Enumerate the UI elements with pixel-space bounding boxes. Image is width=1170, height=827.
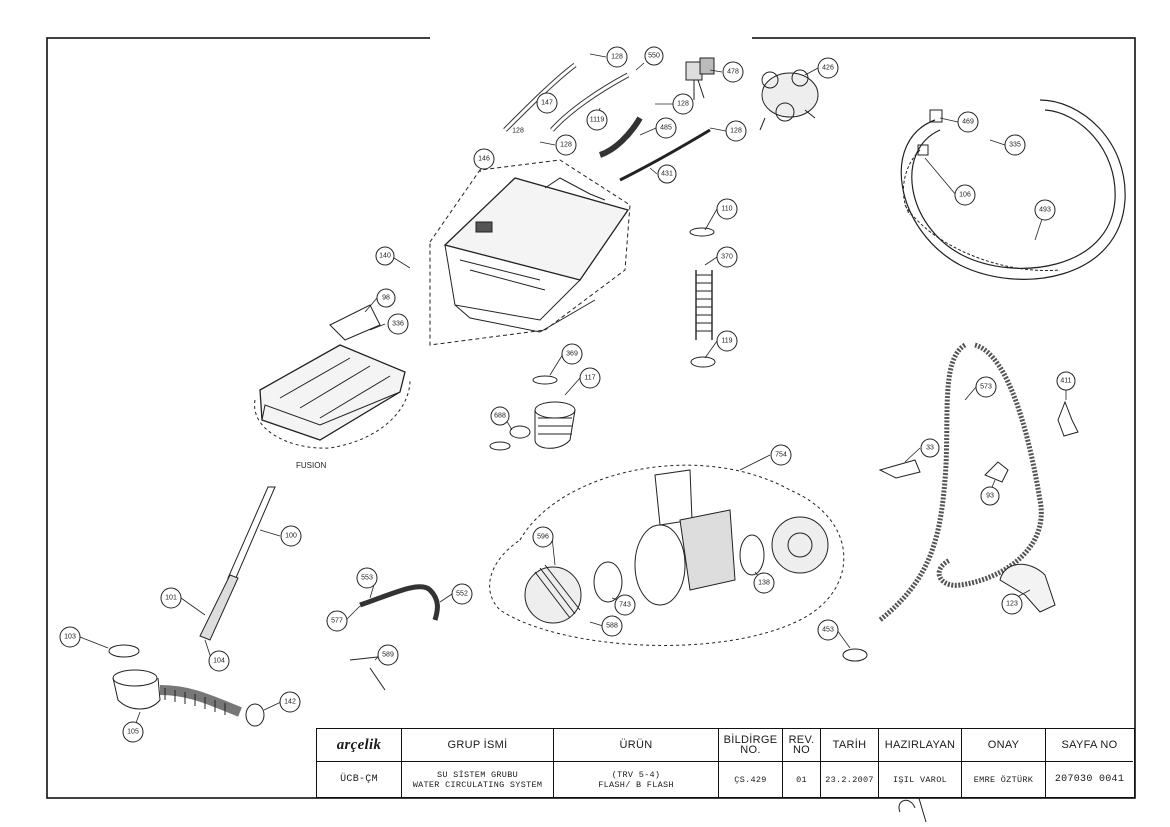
hose-553: [359, 584, 440, 621]
header-bildirge: BİLDİRGE NO.: [719, 729, 783, 762]
callout-688: 688: [494, 413, 506, 420]
prepared-by: IŞIL VAROL: [879, 762, 962, 797]
header-rev: REV. NO: [783, 729, 821, 762]
callout-106: 106: [959, 192, 971, 199]
callout-453: 453: [822, 627, 834, 634]
header-tarih: TARİH: [821, 729, 879, 762]
hose-117: [489, 375, 576, 451]
callout-33: 33: [926, 445, 934, 452]
group-code: ÜCB-ÇM: [317, 762, 402, 797]
callout-588: 588: [606, 623, 618, 630]
callout-98: 98: [382, 295, 390, 302]
signature-mark: [898, 794, 927, 823]
date: 23.2.2007: [821, 762, 879, 797]
callout-596: 596: [537, 534, 549, 541]
rev-no: 01: [783, 762, 821, 797]
callout-105: 105: [127, 729, 139, 736]
group-name: SU SİSTEM GRUBU WATER CIRCULATING SYSTEM: [402, 762, 554, 797]
approved-by: EMRE ÖZTÜRK: [962, 762, 1046, 797]
callout-335: 335: [1009, 142, 1021, 149]
callout-426: 426: [822, 65, 834, 72]
callout-128: 128: [560, 142, 572, 149]
callout-754: 754: [775, 452, 787, 459]
part-453: [842, 648, 868, 662]
drawer-housing-146: [429, 159, 631, 346]
group-name-tr: SU SİSTEM GRUBU: [436, 769, 518, 780]
callout-478: 478: [727, 69, 739, 76]
bellow-370: [689, 227, 716, 368]
header-onay: ONAY: [962, 729, 1046, 762]
part-123: [999, 563, 1056, 613]
part-93: [984, 461, 1009, 483]
callout-142: 142: [284, 699, 296, 706]
part-33: [878, 459, 921, 479]
drawing-frame: [46, 37, 1136, 799]
callout-147: 147: [541, 100, 553, 107]
callout-411: 411: [1060, 378, 1071, 385]
callout-553: 553: [361, 575, 373, 582]
callout-140: 140: [379, 253, 391, 260]
callout-100: 100: [285, 533, 297, 540]
sump-105: [108, 644, 265, 727]
callout-573: 573: [980, 384, 992, 391]
callout-577: 577: [331, 618, 343, 625]
hose-573: [878, 342, 1044, 622]
header-urun: ÜRÜN: [554, 729, 719, 762]
callout-128: 128: [677, 101, 689, 108]
pump-group-754: [489, 464, 845, 646]
callout-128: 128: [512, 128, 524, 135]
header-hazirlayan: HAZIRLAYAN: [879, 729, 962, 762]
callout-370: 370: [721, 254, 733, 261]
callout-119: 119: [721, 338, 732, 345]
valve-478: [685, 57, 715, 100]
callout-138: 138: [758, 580, 770, 587]
callout-431: 431: [661, 171, 673, 178]
callout-1119: 1119: [590, 117, 605, 124]
callout-117: 117: [584, 375, 595, 382]
title-block: arçelik GRUP İSMİ ÜRÜN BİLDİRGE NO. REV.…: [316, 728, 1135, 798]
callout-104: 104: [213, 658, 225, 665]
callout-101: 101: [165, 595, 177, 602]
callout-589: 589: [382, 652, 394, 659]
callout-552: 552: [456, 591, 468, 598]
callout-469: 469: [962, 119, 974, 126]
drawer-336: [254, 304, 411, 449]
hose-1119-inner: [550, 73, 629, 132]
hose-431: [619, 128, 711, 182]
product-line-1: (TRV 5-4): [611, 769, 661, 780]
header-grup-ismi: GRUP İSMİ: [402, 729, 554, 762]
callout-103: 103: [64, 634, 76, 641]
callout-110: 110: [721, 206, 732, 213]
callout-493: 493: [1039, 207, 1051, 214]
bildirge-no: ÇS.429: [719, 762, 783, 797]
hose-485: [598, 116, 643, 158]
page-no: 207030 0041: [1054, 773, 1125, 785]
product-line-2: FLASH/ B FLASH: [598, 779, 674, 790]
callout-743: 743: [619, 602, 631, 609]
callout-128: 128: [611, 54, 623, 61]
callout-123: 123: [1006, 601, 1018, 608]
callout-128: 128: [730, 128, 742, 135]
valve-426: [759, 69, 819, 131]
brand-logo: arçelik: [317, 729, 402, 762]
clip-411: [1057, 400, 1079, 437]
callout-485: 485: [660, 125, 672, 132]
callout-146: 146: [478, 156, 490, 163]
group-name-en: WATER CIRCULATING SYSTEM: [412, 779, 543, 790]
callout-336: 336: [392, 321, 404, 328]
callout-93: 93: [986, 493, 994, 500]
fusion-label: FUSION: [296, 461, 326, 470]
callout-369: 369: [566, 351, 578, 358]
hose-493: [900, 99, 1126, 280]
tube-100: [199, 486, 276, 641]
callout-550: 550: [648, 53, 660, 60]
header-sayfa-no: SAYFA NO: [1046, 729, 1133, 762]
hose-147-inner: [503, 63, 576, 132]
product-name: (TRV 5-4) FLASH/ B FLASH: [554, 762, 719, 797]
